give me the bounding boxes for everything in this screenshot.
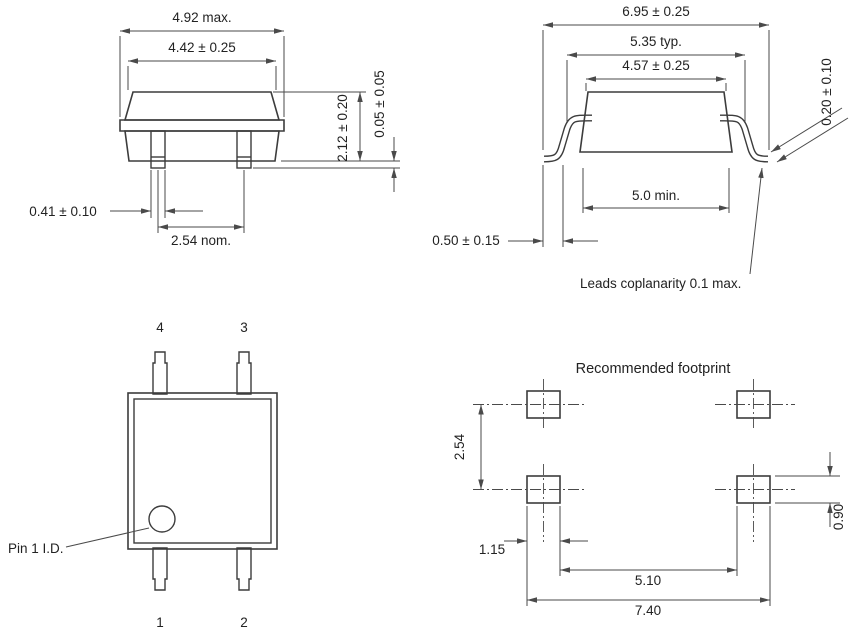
front-package-cap <box>123 91 281 121</box>
footprint-inner-span-label: 5.10 <box>635 573 661 588</box>
pin2-number: 2 <box>240 615 248 630</box>
footprint-view: Recommended footprint 2.54 0.90 <box>452 361 846 618</box>
side-overall-width-label: 6.95 ± 0.25 <box>622 4 689 19</box>
dim-front-lead-pitch: 2.54 nom. <box>157 170 245 248</box>
side-lead-right-core <box>719 115 769 162</box>
dim-front-standoff: 0.05 ± 0.05 <box>253 70 400 192</box>
top-body-outer <box>127 392 278 550</box>
top-body-inner <box>133 398 272 544</box>
side-foot-length-label: 0.50 ± 0.15 <box>432 233 499 248</box>
pin3-number: 3 <box>240 320 248 335</box>
leader-line <box>749 167 764 275</box>
dim-side-lead-thickness: 0.20 ± 0.10 <box>770 58 849 163</box>
pin1-id-circle <box>148 505 176 533</box>
side-package-body <box>579 91 733 153</box>
side-body-width-label: 4.57 ± 0.25 <box>622 58 689 73</box>
front-standoff-label: 0.05 ± 0.05 <box>372 70 387 137</box>
dim-front-lead-width: 0.41 ± 0.10 <box>29 170 203 219</box>
side-inner-span-label: 5.0 min. <box>632 188 680 203</box>
dim-side-body-width: 4.57 ± 0.25 <box>585 58 727 91</box>
coplanarity-label: Leads coplanarity 0.1 max. <box>580 276 741 291</box>
dim-arrow <box>776 117 849 163</box>
dim-footprint-inner-span: 5.10 <box>560 506 738 588</box>
footprint-title: Recommended footprint <box>576 361 731 377</box>
front-overall-width-label: 4.92 max. <box>172 10 231 25</box>
pin1-number: 1 <box>156 615 164 630</box>
dim-side-foot-length: 0.50 ± 0.15 <box>432 165 598 248</box>
front-lead-left <box>150 130 166 169</box>
pin1-shape <box>152 547 168 591</box>
dim-front-body-width: 4.42 ± 0.25 <box>127 40 277 90</box>
dim-side-shoulder-width: 5.35 typ. <box>566 34 746 122</box>
footprint-row-pitch-label: 2.54 <box>452 433 467 460</box>
front-package-base <box>124 130 280 162</box>
side-view: 6.95 ± 0.25 5.35 typ. 4.57 ± 0.25 0.20 ±… <box>432 4 849 291</box>
pin3-shape <box>236 351 252 395</box>
footprint-outer-span-label: 7.40 <box>635 603 661 618</box>
footprint-pad-height-label: 0.90 <box>831 504 846 530</box>
dim-footprint-row-pitch: 2.54 <box>452 404 484 490</box>
dim-front-overall-width: 4.92 max. <box>119 10 285 117</box>
front-body-height-label: 2.12 ± 0.20 <box>335 94 350 161</box>
front-lead-width-label: 0.41 ± 0.10 <box>29 204 96 219</box>
dim-side-overall-width: 6.95 ± 0.25 <box>542 4 770 150</box>
top-view: 4 3 1 2 Pin 1 I.D. <box>8 320 278 630</box>
dim-footprint-pad-height: 0.90 <box>775 452 846 530</box>
dim-footprint-outer-span: 7.40 <box>527 506 771 618</box>
pin1-id-label: Pin 1 I.D. <box>8 541 64 556</box>
dim-footprint-pad-width: 1.15 <box>479 506 588 606</box>
coplanarity-note: Leads coplanarity 0.1 max. <box>580 167 764 291</box>
pin2-shape <box>236 547 252 591</box>
front-body-width-label: 4.42 ± 0.25 <box>168 40 235 55</box>
dim-arrow <box>770 107 843 153</box>
front-view: 4.92 max. 4.42 ± 0.25 2.12 ± 0.20 0.05 ±… <box>29 10 400 248</box>
pin4-number: 4 <box>156 320 164 335</box>
front-lead-pitch-label: 2.54 nom. <box>171 233 231 248</box>
pin4-shape <box>152 351 168 395</box>
front-package-flange <box>119 119 285 132</box>
pin1-id-leader-line <box>65 527 150 548</box>
front-lead-right <box>236 130 252 169</box>
side-shoulder-width-label: 5.35 typ. <box>630 34 682 49</box>
footprint-pad-width-label: 1.15 <box>479 542 505 557</box>
side-lead-thickness-label: 0.20 ± 0.10 <box>819 58 834 125</box>
side-lead-left-core <box>543 115 593 162</box>
dim-side-inner-span: 5.0 min. <box>582 168 730 213</box>
dim-front-body-height: 2.12 ± 0.20 <box>273 91 400 162</box>
